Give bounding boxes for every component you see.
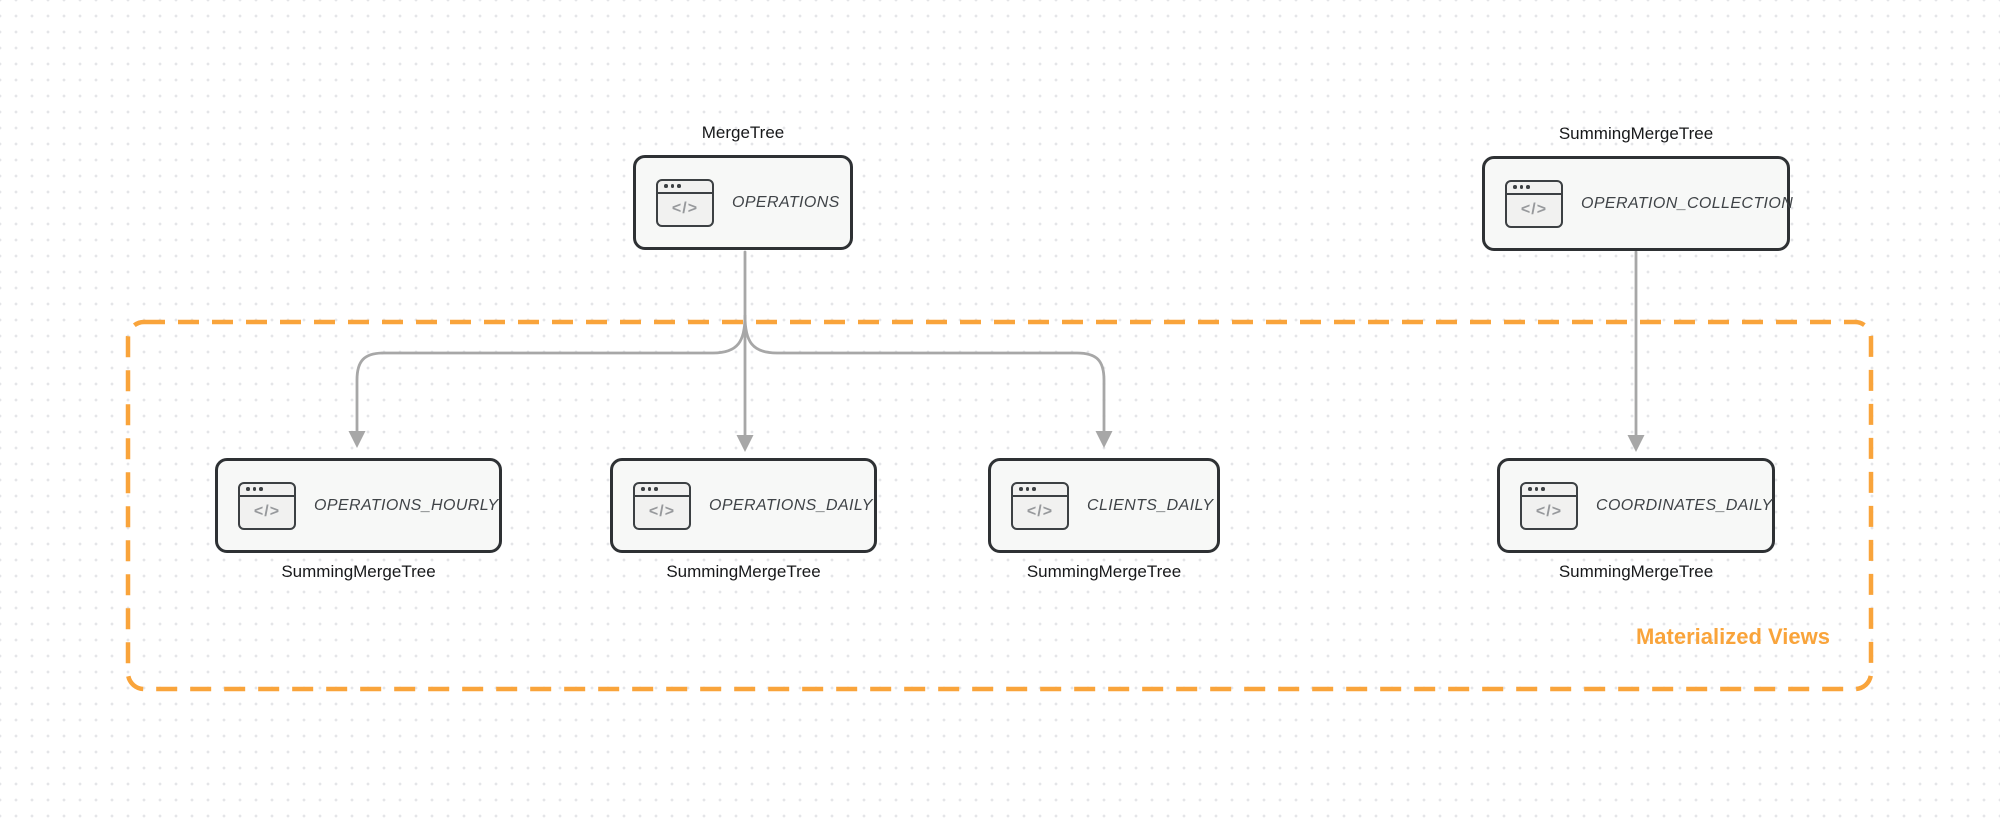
- arrowhead-operations-hourly: [348, 431, 366, 448]
- edge-operations-to-clients-daily: [743, 314, 1106, 433]
- node-coordinates-daily[interactable]: </> COORDINATES_DAILY: [1497, 458, 1775, 553]
- code-glyph: </>: [1520, 201, 1548, 218]
- node-title: OPERATIONS_DAILY: [709, 496, 873, 514]
- window-dots: [635, 484, 689, 497]
- node-operations[interactable]: </> OPERATIONS: [633, 155, 853, 250]
- window-dots: [240, 484, 294, 497]
- engine-label-operation-collection: SummingMergeTree: [1558, 124, 1714, 143]
- code-glyph: </>: [253, 503, 281, 520]
- engine-label-operations-daily: SummingMergeTree: [666, 562, 821, 581]
- arrowhead-coordinates-daily: [1627, 435, 1645, 452]
- node-title: OPERATION_COLLECTION: [1581, 194, 1794, 212]
- arrowhead-clients-daily: [1095, 431, 1113, 448]
- window-dots: [1013, 484, 1067, 497]
- node-title: CLIENTS_DAILY: [1087, 496, 1214, 514]
- node-operations-daily[interactable]: </> OPERATIONS_DAILY: [610, 458, 877, 553]
- node-operation-collection[interactable]: </> OPERATION_COLLECTION: [1482, 156, 1794, 251]
- window-dots: [1522, 484, 1576, 497]
- node-title: OPERATIONS: [732, 193, 840, 211]
- code-window-icon: </>: [238, 481, 296, 530]
- code-window-icon: </>: [656, 178, 714, 227]
- arrowhead-operations-daily: [736, 435, 754, 452]
- code-glyph: </>: [648, 503, 676, 520]
- window-dots: [658, 181, 712, 194]
- code-window-icon: </>: [1505, 179, 1563, 228]
- materialized-views-label: Materialized Views: [1635, 624, 1830, 649]
- code-window-icon: </>: [1520, 481, 1578, 530]
- engine-label-operations-hourly: SummingMergeTree: [281, 562, 436, 581]
- edge-operations-to-operations-hourly: [355, 314, 747, 433]
- code-glyph: </>: [1535, 503, 1563, 520]
- engine-label-operations: MergeTree: [701, 123, 785, 142]
- node-title: COORDINATES_DAILY: [1596, 496, 1773, 514]
- code-glyph: </>: [1026, 503, 1054, 520]
- engine-label-clients-daily: SummingMergeTree: [1026, 562, 1182, 581]
- node-clients-daily[interactable]: </> CLIENTS_DAILY: [988, 458, 1220, 553]
- node-operations-hourly[interactable]: </> OPERATIONS_HOURLY: [215, 458, 502, 553]
- window-dots: [1507, 182, 1561, 195]
- code-window-icon: </>: [1011, 481, 1069, 530]
- node-title: OPERATIONS_HOURLY: [314, 496, 499, 514]
- code-glyph: </>: [671, 200, 699, 217]
- engine-label-coordinates-daily: SummingMergeTree: [1558, 562, 1714, 581]
- code-window-icon: </>: [633, 481, 691, 530]
